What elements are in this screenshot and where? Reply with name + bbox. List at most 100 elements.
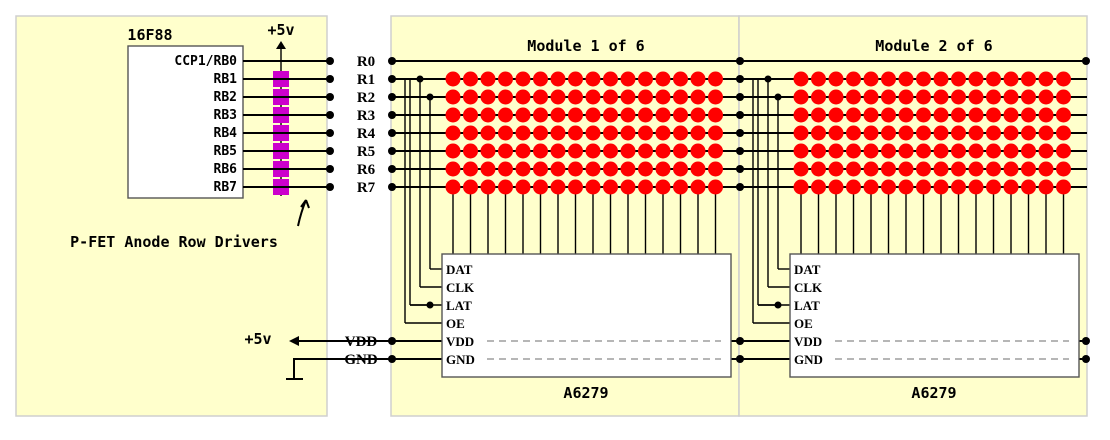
led bbox=[515, 89, 531, 105]
led bbox=[811, 107, 826, 123]
led bbox=[933, 143, 949, 159]
led bbox=[846, 125, 861, 141]
led bbox=[445, 107, 461, 123]
control-node bbox=[426, 301, 434, 309]
row-node-6 bbox=[326, 165, 334, 173]
led bbox=[568, 125, 583, 141]
row-label-7: R7 bbox=[357, 180, 376, 196]
led bbox=[968, 107, 984, 123]
led bbox=[898, 161, 914, 177]
row-label-4: R4 bbox=[357, 126, 376, 142]
led bbox=[1038, 71, 1054, 87]
led bbox=[690, 161, 706, 177]
led bbox=[793, 179, 809, 195]
led bbox=[515, 143, 531, 159]
led bbox=[916, 107, 931, 123]
module-row-node bbox=[388, 147, 396, 155]
module-row-node bbox=[736, 75, 744, 83]
led bbox=[916, 179, 931, 195]
led bbox=[968, 125, 984, 141]
fet-supply-arrow bbox=[276, 41, 286, 62]
led bbox=[498, 71, 513, 87]
led bbox=[708, 125, 723, 141]
led bbox=[463, 107, 478, 123]
row-node-5 bbox=[326, 147, 334, 155]
led bbox=[655, 89, 671, 105]
module-row-node bbox=[736, 93, 744, 101]
led bbox=[673, 125, 688, 141]
led bbox=[1003, 107, 1019, 123]
led bbox=[585, 107, 601, 123]
led bbox=[480, 125, 496, 141]
led bbox=[463, 71, 478, 87]
module-out-node bbox=[1082, 337, 1090, 345]
driver-pin-oe: OE bbox=[794, 316, 813, 331]
row-label-1: R1 bbox=[357, 72, 375, 88]
led bbox=[550, 107, 566, 123]
vdd-label: VDD bbox=[345, 334, 378, 350]
led bbox=[603, 125, 618, 141]
hand-pointer-icon bbox=[297, 199, 310, 227]
control-node bbox=[774, 301, 782, 309]
row-label-5: R5 bbox=[357, 144, 375, 160]
led bbox=[898, 107, 914, 123]
led bbox=[811, 89, 826, 105]
led bbox=[933, 179, 949, 195]
led bbox=[793, 161, 809, 177]
led bbox=[846, 179, 861, 195]
led bbox=[708, 179, 723, 195]
led bbox=[811, 71, 826, 87]
driver-label-1: A6279 bbox=[563, 384, 608, 402]
module-row-node bbox=[388, 183, 396, 191]
led bbox=[515, 179, 531, 195]
driver-box-1 bbox=[441, 253, 732, 378]
row-node-7 bbox=[326, 183, 334, 191]
led bbox=[655, 71, 671, 87]
led bbox=[933, 161, 949, 177]
module-out-node bbox=[1082, 355, 1090, 363]
led bbox=[933, 107, 949, 123]
led bbox=[480, 71, 496, 87]
driver-caption: P-FET Anode Row Drivers bbox=[70, 233, 278, 251]
led bbox=[533, 143, 548, 159]
mcu-chip-box bbox=[127, 45, 244, 199]
led bbox=[708, 89, 723, 105]
module-gnd-node bbox=[388, 355, 396, 363]
led bbox=[863, 89, 879, 105]
led bbox=[828, 143, 844, 159]
led bbox=[863, 179, 879, 195]
led bbox=[986, 143, 1001, 159]
led bbox=[1021, 89, 1036, 105]
led bbox=[793, 89, 809, 105]
led bbox=[1021, 161, 1036, 177]
led bbox=[620, 89, 636, 105]
led bbox=[690, 125, 706, 141]
led bbox=[898, 89, 914, 105]
led bbox=[568, 143, 583, 159]
led bbox=[846, 143, 861, 159]
mcu-pin-4: RB4 bbox=[214, 126, 238, 141]
led bbox=[1003, 89, 1019, 105]
display-modules: Module 1 of 6DATCLKLATOEVDDGNDA6279Modul… bbox=[388, 37, 1090, 402]
led bbox=[916, 143, 931, 159]
led bbox=[480, 89, 496, 105]
led bbox=[811, 143, 826, 159]
led bbox=[533, 161, 548, 177]
led bbox=[986, 107, 1001, 123]
led bbox=[533, 107, 548, 123]
module-row-node bbox=[388, 129, 396, 137]
led bbox=[533, 71, 548, 87]
led bbox=[708, 143, 723, 159]
led bbox=[690, 89, 706, 105]
led bbox=[550, 125, 566, 141]
led bbox=[898, 179, 914, 195]
led bbox=[463, 143, 478, 159]
module-row-node bbox=[736, 147, 744, 155]
module-row-node bbox=[736, 183, 744, 191]
led bbox=[533, 179, 548, 195]
led bbox=[463, 89, 478, 105]
